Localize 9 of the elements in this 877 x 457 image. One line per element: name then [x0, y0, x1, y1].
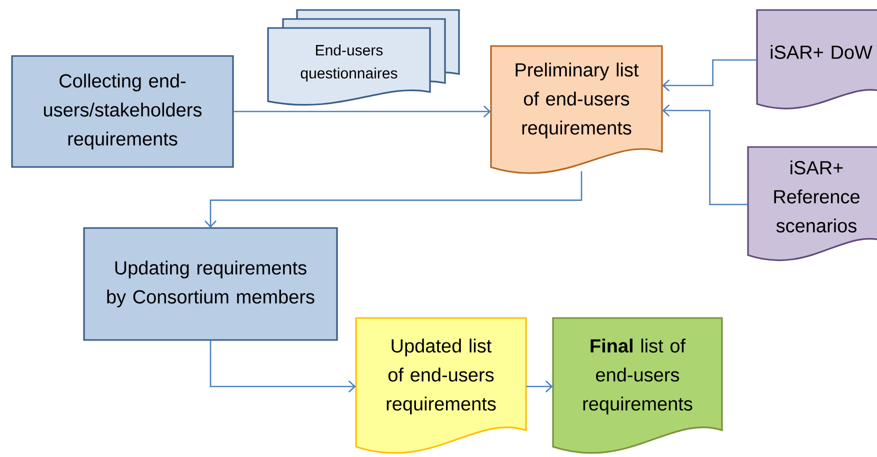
arrow [662, 104, 748, 206]
arrow [233, 106, 491, 118]
arrow [210, 340, 356, 392]
arrow [526, 380, 553, 392]
arrow [662, 59, 757, 92]
process-box: Updating requirements by Consortium members [83, 227, 338, 341]
arrow [204, 171, 582, 228]
document-stack: End-users questionnaires [267, 9, 460, 106]
process-box: Collecting end-users/stakeholders requirements [11, 55, 234, 168]
